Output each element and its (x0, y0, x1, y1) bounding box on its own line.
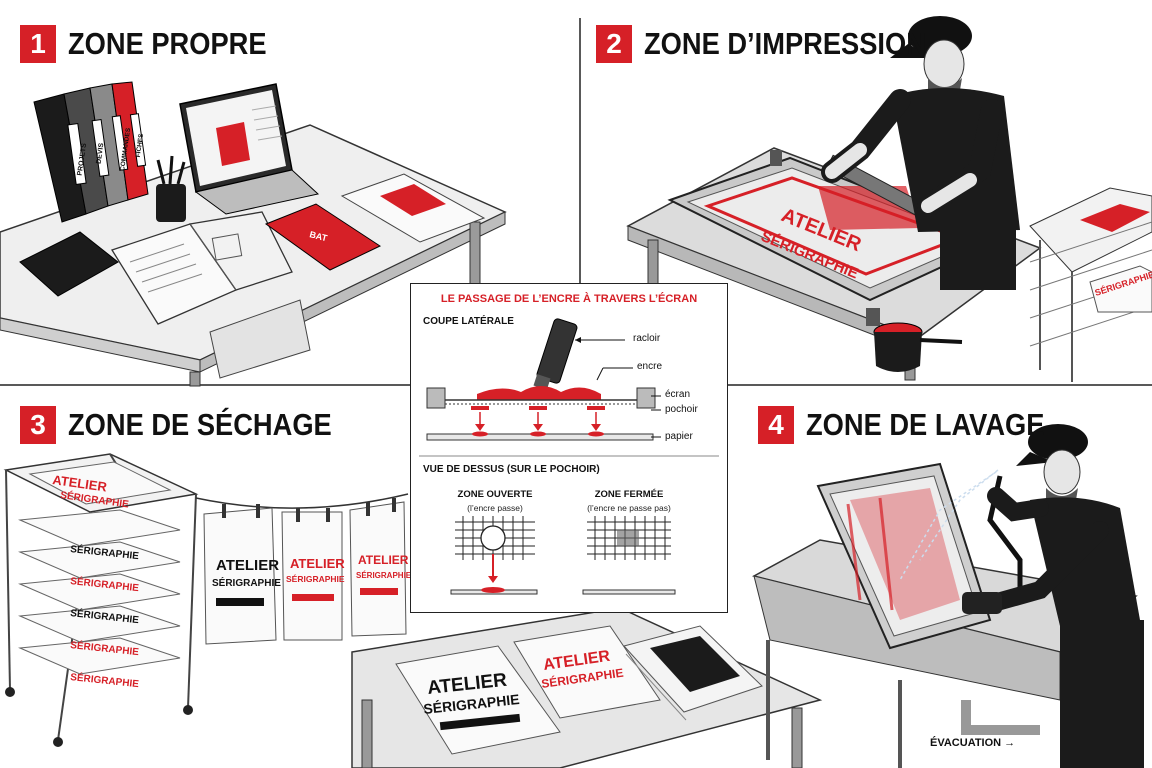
zone-2-header: 2 ZONE D’IMPRESSION (596, 25, 964, 63)
diagram-title: LE PASSAGE DE L’ENCRE À TRAVERS L’ÉCRAN (440, 293, 698, 305)
bat-folder (264, 203, 382, 271)
sketchbook (111, 211, 293, 325)
ink-diagram-drawing (419, 318, 719, 595)
open-zone-title: ZONE OUVERTE (457, 489, 533, 500)
closed-zone-title: ZONE FERMÉE (594, 489, 664, 500)
hung-sheet-1-line1: ATELIER (216, 557, 279, 574)
drying-rack-right: SÉRIGRAPHIE (1029, 187, 1152, 382)
hung-sheet-3-line1: ATELIER (358, 553, 409, 567)
label-stencil: pochoir (665, 404, 698, 415)
closed-zone-note: (l’encre ne passe pas) (587, 503, 671, 513)
closed-zone-mesh-icon (582, 516, 676, 595)
hung-sheet-1-line2: SÉRIGRAPHIE (212, 576, 281, 589)
pen-cup (156, 155, 186, 222)
side-section-title: COUPE LATÉRALE (423, 316, 514, 327)
zone-4-title: ZONE DE LAVAGE (806, 407, 1045, 442)
label-squeegee: racloir (633, 333, 661, 344)
zone-1-number: 1 (20, 25, 56, 63)
squeegee-icon (533, 318, 625, 390)
zone-4-number: 4 (758, 406, 794, 444)
zone-3-number: 3 (20, 406, 56, 444)
laptop (179, 83, 320, 215)
zone-1-header: 1 ZONE PROPRE (20, 25, 294, 63)
hung-sheet-2-line1: ATELIER (290, 556, 345, 571)
drain-label: ÉVACUATION → (930, 737, 1016, 749)
hung-sheet-2-line2: SÉRIGRAPHIE (286, 574, 345, 584)
label-screen: écran (665, 389, 691, 400)
rack-sheet-e: SÉRIGRAPHIE (70, 670, 140, 690)
black-notebook (19, 231, 119, 297)
zone-2-title: ZONE D’IMPRESSION (644, 26, 926, 61)
open-zone-note: (l’encre passe) (467, 503, 523, 513)
display-table: ATELIER SÉRIGRAPHIE ATELIER SÉRIGRAPHIE (351, 607, 823, 768)
zone-3-title: ZONE DE SÉCHAGE (68, 407, 332, 442)
label-paper: papier (665, 431, 693, 442)
zone-1-title: ZONE PROPRE (68, 26, 267, 61)
ink-pot (873, 322, 963, 372)
printer-worker (821, 16, 1020, 290)
washing-worker (962, 424, 1144, 768)
ink-transfer-diagram: LE PASSAGE DE L’ENCRE À TRAVERS L’ÉCRAN … (410, 283, 728, 613)
zone-3-header: 3 ZONE DE SÉCHAGE (20, 406, 368, 444)
label-ink: encre (637, 361, 663, 372)
zone-4-header: 4 ZONE DE LAVAGE (758, 406, 1077, 444)
drying-rack: ATELIER SÉRIGRAPHIE SÉRIGRAPHIE SÉRIGRAP… (3, 453, 199, 747)
clothesline: ATELIER SÉRIGRAPHIE ATELIER SÉRIGRAPHIE … (195, 493, 412, 645)
printing-press: ATELIER SÉRIGRAPHIE (626, 147, 1042, 381)
bat-label: BAT (309, 229, 329, 243)
ink-blob-icon (477, 367, 633, 400)
open-zone-mesh-icon (450, 516, 538, 595)
binders (33, 81, 149, 223)
zone-2-number: 2 (596, 25, 632, 63)
washout-sink (751, 462, 1138, 768)
top-section-title: VUE DE DESSUS (SUR LE POCHOIR) (423, 464, 600, 475)
hung-sheet-3-line2: SÉRIGRAPHIE (356, 571, 412, 580)
proof-sheet (340, 173, 486, 243)
